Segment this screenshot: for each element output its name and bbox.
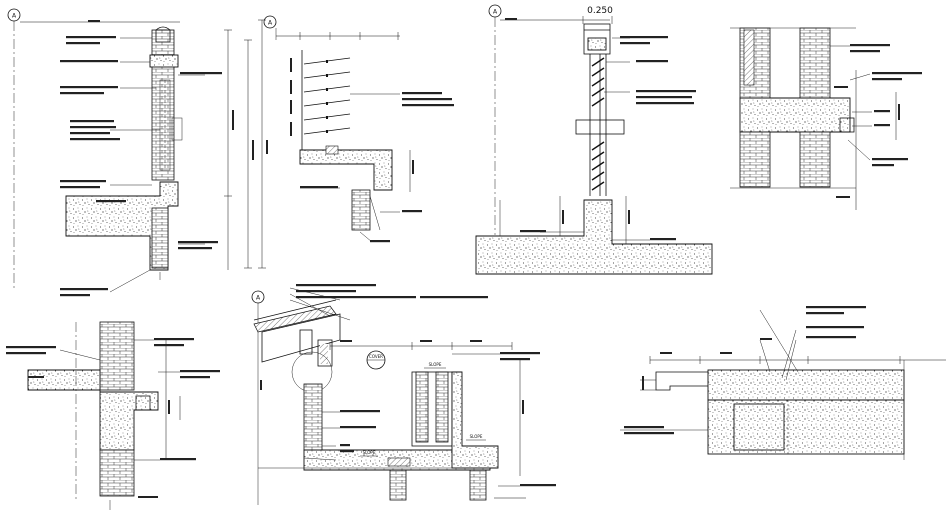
section-1: A <box>7 8 268 297</box>
louvre-upper <box>591 57 605 107</box>
slope-tag-1: SLOPE <box>424 362 446 369</box>
slope-tag-3-label: SLOPE <box>363 450 376 455</box>
slope-tag-2-label: SLOPE <box>470 434 483 439</box>
cover-tag: COVER <box>366 350 386 370</box>
louvre-blades <box>303 57 351 135</box>
section-7 <box>620 306 946 460</box>
cover-tag-label: COVER <box>369 354 383 359</box>
grid-bubble-2-label: A <box>268 20 273 27</box>
grid-bubble-3-label: A <box>493 9 498 16</box>
grid-bubble-1: A <box>7 8 21 290</box>
grid-bubble-4-label: A <box>256 295 261 302</box>
grid-bubble-2: A <box>263 15 277 40</box>
top-dimension-label: 0.250 <box>587 6 613 16</box>
section-4 <box>730 27 922 210</box>
louvre-lower <box>591 141 605 191</box>
grid-bubble-3: A <box>488 4 502 235</box>
section-6: A COVER SLOPE <box>251 284 556 505</box>
grid-bubble-4: A <box>251 290 265 505</box>
section-5 <box>6 321 220 510</box>
slope-tag-1-label: SLOPE <box>429 362 442 367</box>
grid-bubble-1-label: A <box>12 13 17 20</box>
slope-tag-3: SLOPE <box>360 450 378 457</box>
slope-tag-2: SLOPE <box>466 434 486 441</box>
section-2: A <box>263 15 454 243</box>
section-3: A 0.250 <box>475 4 713 275</box>
